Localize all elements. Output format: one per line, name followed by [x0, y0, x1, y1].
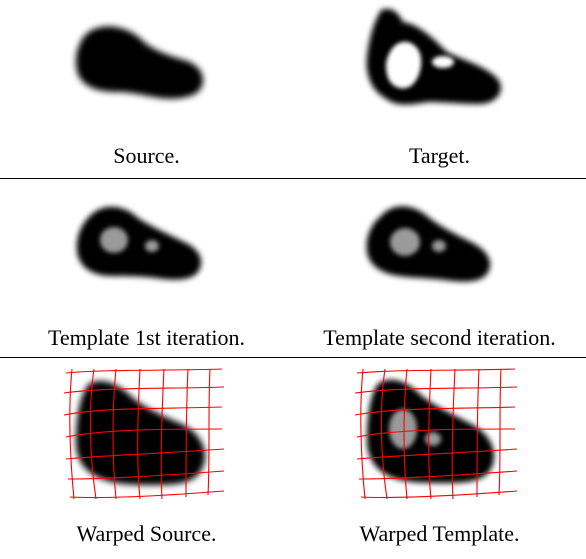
warp-grid-source: [63, 368, 225, 500]
target-image: [366, 8, 501, 105]
source-image: [76, 26, 204, 99]
row-divider-2: [0, 357, 586, 358]
template-2-image: [366, 206, 491, 282]
warped-template-image: [354, 368, 518, 500]
panel-source: Source.: [0, 0, 293, 176]
panel-warped-template: Warped Template.: [293, 359, 586, 559]
panel-warped-source: Warped Source.: [0, 359, 293, 559]
caption-template-2: Template second iteration.: [323, 325, 556, 350]
caption-warped-source: Warped Source.: [76, 521, 217, 546]
row-divider-1: [0, 178, 586, 179]
caption-template-1: Template 1st iteration.: [47, 325, 245, 350]
warp-grid-template: [354, 368, 518, 500]
caption-target: Target.: [409, 143, 470, 168]
template-1-image: [76, 206, 202, 280]
panel-template-2: Template second iteration.: [293, 180, 586, 355]
caption-warped-template: Warped Template.: [359, 521, 520, 546]
panel-target: Target.: [293, 0, 586, 176]
caption-source: Source.: [113, 143, 180, 168]
warped-source-image: [63, 368, 225, 500]
panel-template-1: Template 1st iteration.: [0, 180, 293, 355]
